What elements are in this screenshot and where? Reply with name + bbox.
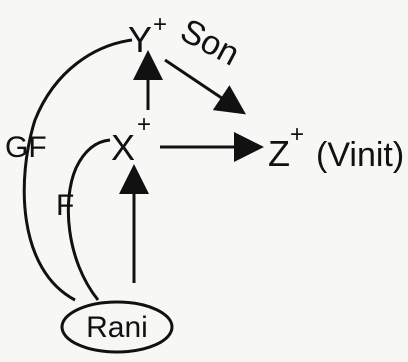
gf-curve [22,38,133,302]
node-y-letter: Y [128,19,152,60]
arrow-y-to-z [164,58,246,115]
f-curve [66,138,111,301]
node-y-sign: + [153,11,167,38]
rani-oval [60,300,174,354]
label-son: Son [174,12,245,74]
label-f: F [56,189,74,222]
node-z-note: (Vinit) [316,136,404,174]
label-gf: GF [5,131,47,164]
rani-label: Rani [86,311,148,344]
node-z-sign: + [290,121,304,148]
node-x-letter: X [111,127,135,168]
node-z-letter: Z [268,133,290,174]
node-x-sign: + [137,111,151,138]
